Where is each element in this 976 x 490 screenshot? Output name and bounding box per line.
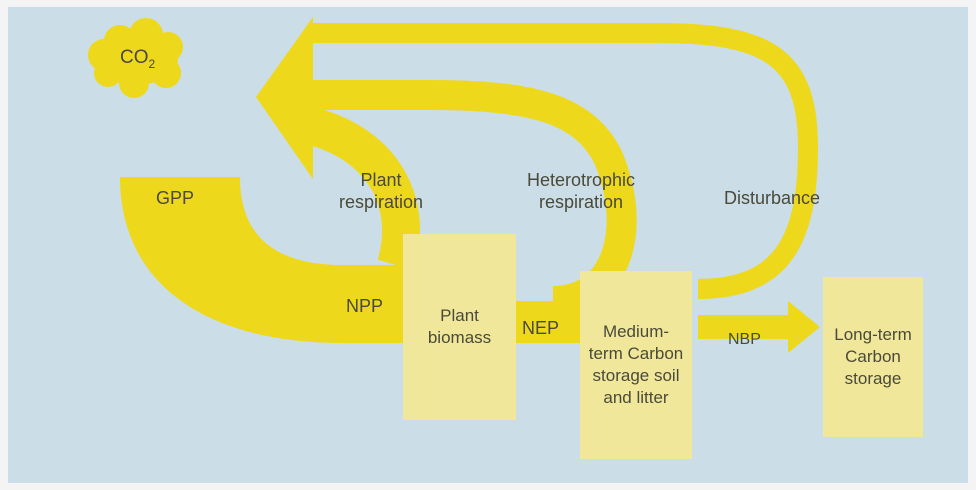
- disturbance-flow: [308, 23, 819, 299]
- disturbance-label: Disturbance: [724, 188, 821, 208]
- plant-biomass-box: Plant biomass: [403, 234, 516, 420]
- carbon-flow-arrows: [88, 17, 820, 353]
- plant-respiration-flow: [302, 106, 421, 271]
- npp-label: NPP: [346, 296, 384, 316]
- gpp-flow: [120, 177, 408, 343]
- nbp-label: NBP: [728, 331, 761, 348]
- co2-cloud: [88, 18, 183, 98]
- gpp-label: GPP: [156, 188, 195, 208]
- carbon-cycle-diagram: CO2 GPP Plant respiration Heterotrophic …: [8, 7, 968, 483]
- medium-term-storage-box: Medium-term Carbon storage soil and litt…: [580, 271, 692, 459]
- co2-label: CO2: [120, 47, 156, 71]
- heterotrophic-respiration-label: Heterotrophic respiration: [526, 170, 636, 212]
- respiration-arrowhead: [256, 17, 313, 179]
- long-term-storage-label: Long-term Carbon storage: [834, 325, 912, 388]
- nbp-arrow: [698, 301, 820, 353]
- plant-biomass-label: Plant biomass: [427, 306, 492, 347]
- plant-respiration-label: Plant respiration: [338, 170, 424, 212]
- long-term-storage-box: Long-term Carbon storage: [823, 277, 923, 437]
- medium-term-storage-label: Medium-term Carbon storage soil and litt…: [588, 322, 684, 407]
- nep-label: NEP: [522, 318, 560, 338]
